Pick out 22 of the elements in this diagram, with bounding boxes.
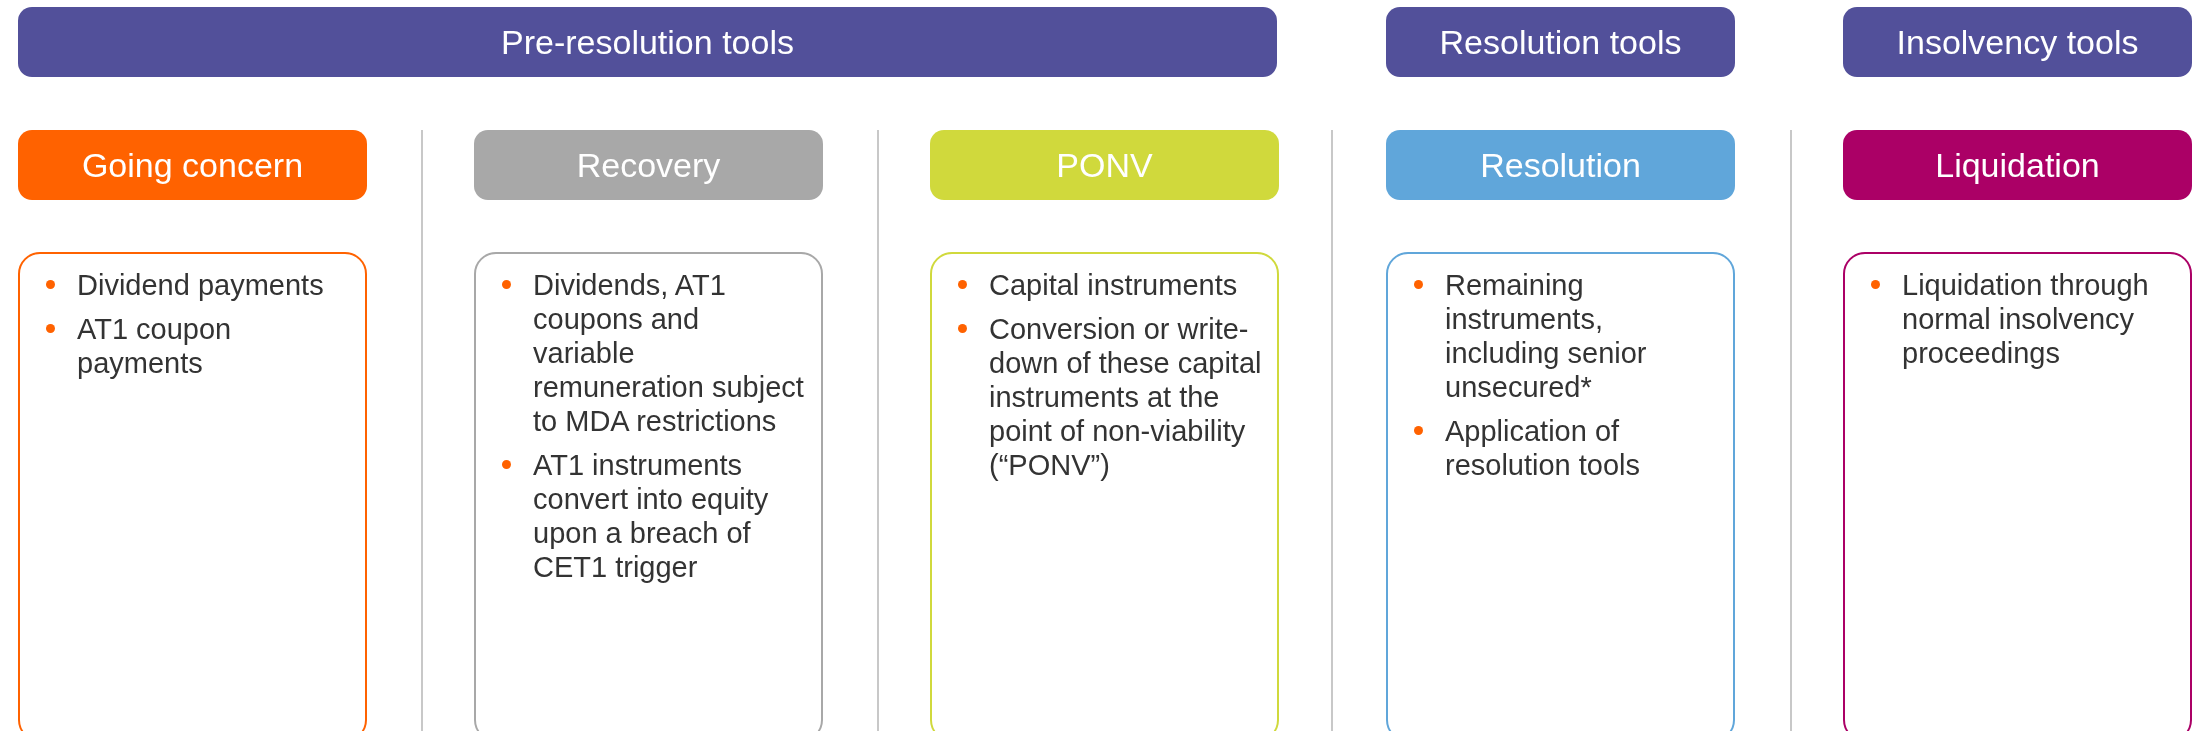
- text-panel: [1386, 252, 1735, 731]
- category-header: Pre-resolution tools: [18, 7, 1277, 77]
- stage-header: PONV: [930, 130, 1279, 200]
- stage-header: Recovery: [474, 130, 823, 200]
- bullet-text: AT1 instruments convert into equity upon a breach of CET1 trigger: [533, 448, 770, 584]
- bullet-text: Conversion or write-down of these capital instruments at the point of non-viability (“PONV”): [989, 312, 1263, 482]
- category-header: Resolution tools: [1386, 7, 1735, 77]
- text-panel: [930, 252, 1279, 731]
- category-header: Insolvency tools: [1843, 7, 2192, 77]
- bullet-text: AT1 coupon payments: [77, 312, 233, 380]
- bullet-text: Remaining instruments, including senior unsecured*: [1445, 268, 1648, 404]
- bullet-text: Dividend payments: [77, 268, 324, 302]
- stage-header: Liquidation: [1843, 130, 2192, 200]
- stage-header: Resolution: [1386, 130, 1735, 200]
- bullet-text: Liquidation through normal insolvency proceedings: [1902, 268, 2150, 370]
- stage-header: Going concern: [18, 130, 367, 200]
- bullet-text: Capital instruments: [989, 268, 1238, 302]
- bullet-text: Application of resolution tools: [1445, 414, 1642, 482]
- text-panel: [474, 252, 823, 731]
- text-panel: [18, 252, 367, 731]
- bullet-text: Dividends, AT1 coupons and variable remuneration subject to MDA restrictions: [533, 268, 805, 438]
- text-panel: [1843, 252, 2192, 731]
